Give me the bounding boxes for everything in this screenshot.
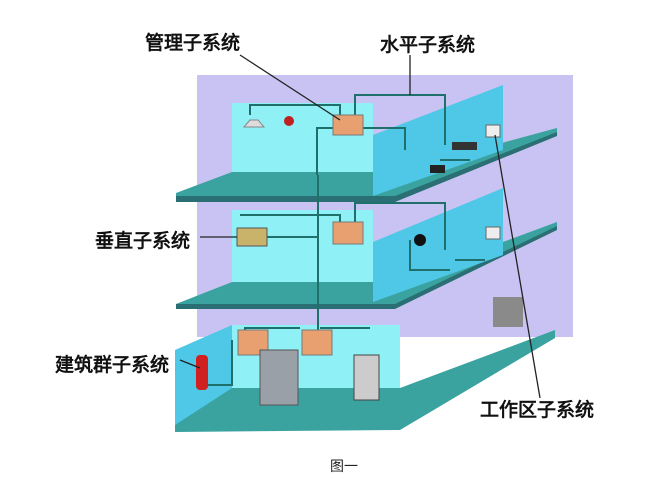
hub-icon bbox=[236, 227, 268, 247]
computer-icon bbox=[485, 124, 501, 138]
label-vertical-subsystem: 垂直子系统 bbox=[95, 230, 191, 252]
cabinet-icon bbox=[259, 349, 299, 406]
alarm-icon bbox=[284, 116, 294, 126]
cables bbox=[205, 94, 485, 386]
figure-caption: 图一 bbox=[330, 459, 358, 475]
server-icon bbox=[353, 354, 380, 401]
distant-building-icon bbox=[493, 297, 523, 327]
middle-floor-partition bbox=[373, 188, 503, 302]
leader-lines bbox=[179, 54, 541, 399]
extinguisher-icon bbox=[196, 355, 208, 390]
patch-panels bbox=[237, 114, 364, 356]
computer-icon-2 bbox=[485, 226, 501, 240]
top-floor-slab bbox=[176, 128, 557, 200]
top-floor-partition bbox=[373, 85, 503, 196]
label-management-subsystem: 管理子系统 bbox=[145, 32, 241, 54]
phone-icon bbox=[430, 165, 445, 173]
printer-icon bbox=[452, 142, 477, 150]
label-horizontal-subsystem: 水平子系统 bbox=[380, 34, 476, 56]
camera-icon bbox=[414, 234, 426, 246]
lamp-icon bbox=[242, 119, 266, 128]
middle-floor-slab bbox=[176, 222, 557, 308]
bottom-floor-slab bbox=[175, 330, 555, 432]
label-work-area-subsystem: 工作区子系统 bbox=[480, 399, 595, 421]
top-floor-edge bbox=[176, 132, 557, 202]
label-campus-subsystem: 建筑群子系统 bbox=[55, 354, 170, 376]
top-floor-wall bbox=[232, 103, 373, 173]
